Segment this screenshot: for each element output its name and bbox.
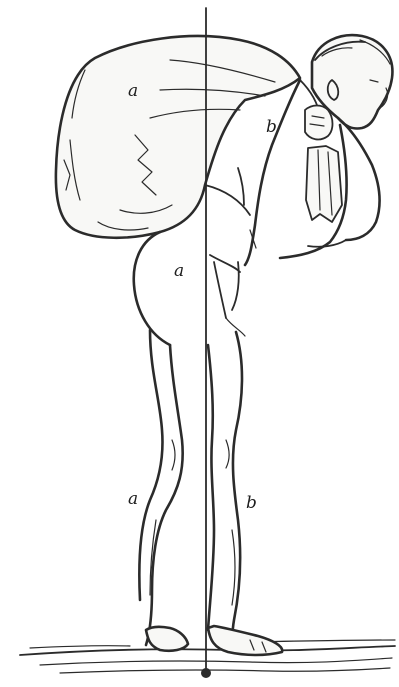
- label-leg-a: a: [128, 489, 138, 509]
- label-leg-b: b: [246, 493, 257, 513]
- label-sack-a: a: [128, 81, 138, 101]
- label-hip-a: a: [174, 261, 184, 281]
- plumb-bob: [201, 668, 211, 678]
- label-back-b: b: [266, 117, 277, 137]
